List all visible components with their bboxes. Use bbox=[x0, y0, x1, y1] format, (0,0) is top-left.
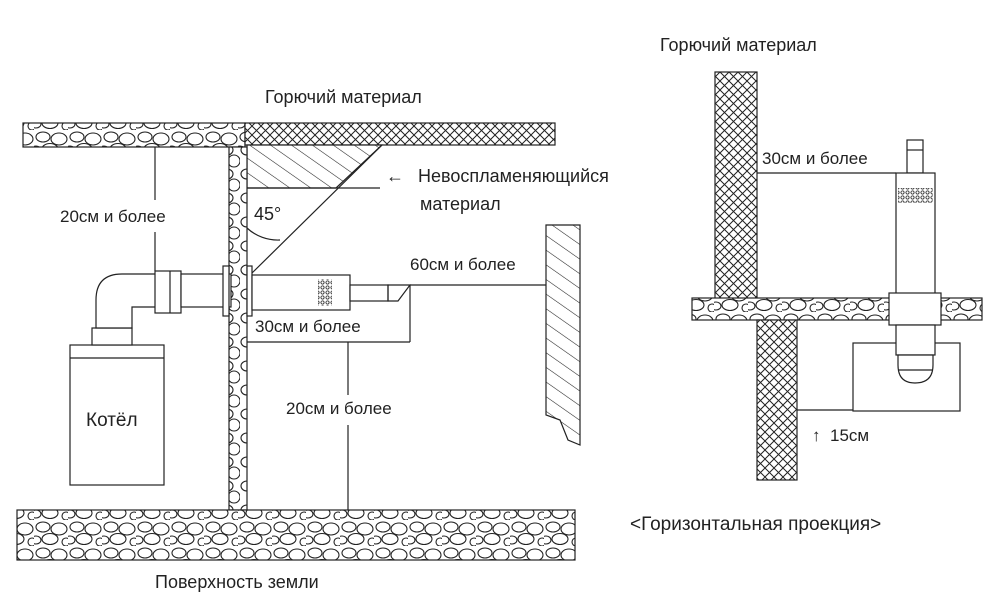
wall-stone bbox=[228, 146, 248, 511]
plan-terminal-cap bbox=[897, 354, 934, 384]
plan-dist-30-label: 30см и более bbox=[762, 149, 868, 168]
flue-terminal bbox=[251, 274, 351, 311]
angle-arc bbox=[246, 227, 281, 241]
noncombustible-arrow: ← bbox=[386, 166, 404, 186]
dist-ceiling-pipe-label: 20см и более bbox=[60, 207, 166, 226]
ground-surface-label: Поверхность земли bbox=[155, 572, 319, 592]
angle-label: 45° bbox=[254, 204, 281, 224]
boiler-body bbox=[69, 344, 165, 486]
dist-below-30-label: 30см и более bbox=[255, 317, 361, 336]
combustible-label-left: Горючий материал bbox=[265, 87, 422, 107]
angle-line bbox=[249, 144, 383, 276]
plan-wall-lower bbox=[756, 319, 798, 481]
plan-flue-top bbox=[906, 139, 924, 174]
floor-stone bbox=[16, 509, 576, 561]
plan-arrow-up: ↑ bbox=[812, 426, 821, 445]
ceiling-combustible bbox=[244, 122, 556, 146]
right-hatched-wall bbox=[545, 224, 581, 446]
noncombustible-insert bbox=[246, 144, 384, 189]
dist-wall-60-label: 60см и более bbox=[410, 255, 516, 274]
combustible-label-right: Горючий материал bbox=[660, 35, 817, 55]
plan-caption: <Горизонтальная проекция> bbox=[630, 514, 881, 535]
plan-wall-upper bbox=[714, 71, 758, 301]
boiler-elbow-pipe bbox=[95, 273, 161, 329]
dist-floor-20-label: 20см и более bbox=[286, 399, 392, 418]
noncombustible-label-1: Невоспламеняющийся bbox=[418, 166, 609, 186]
plan-dist-15-label: 15см bbox=[830, 426, 869, 445]
wall-flange bbox=[222, 265, 230, 317]
ceiling-stone bbox=[22, 122, 246, 148]
noncombustible-label-2: материал bbox=[420, 194, 501, 214]
boiler-label: Котёл bbox=[86, 410, 138, 431]
pipe-coupler bbox=[154, 270, 182, 314]
